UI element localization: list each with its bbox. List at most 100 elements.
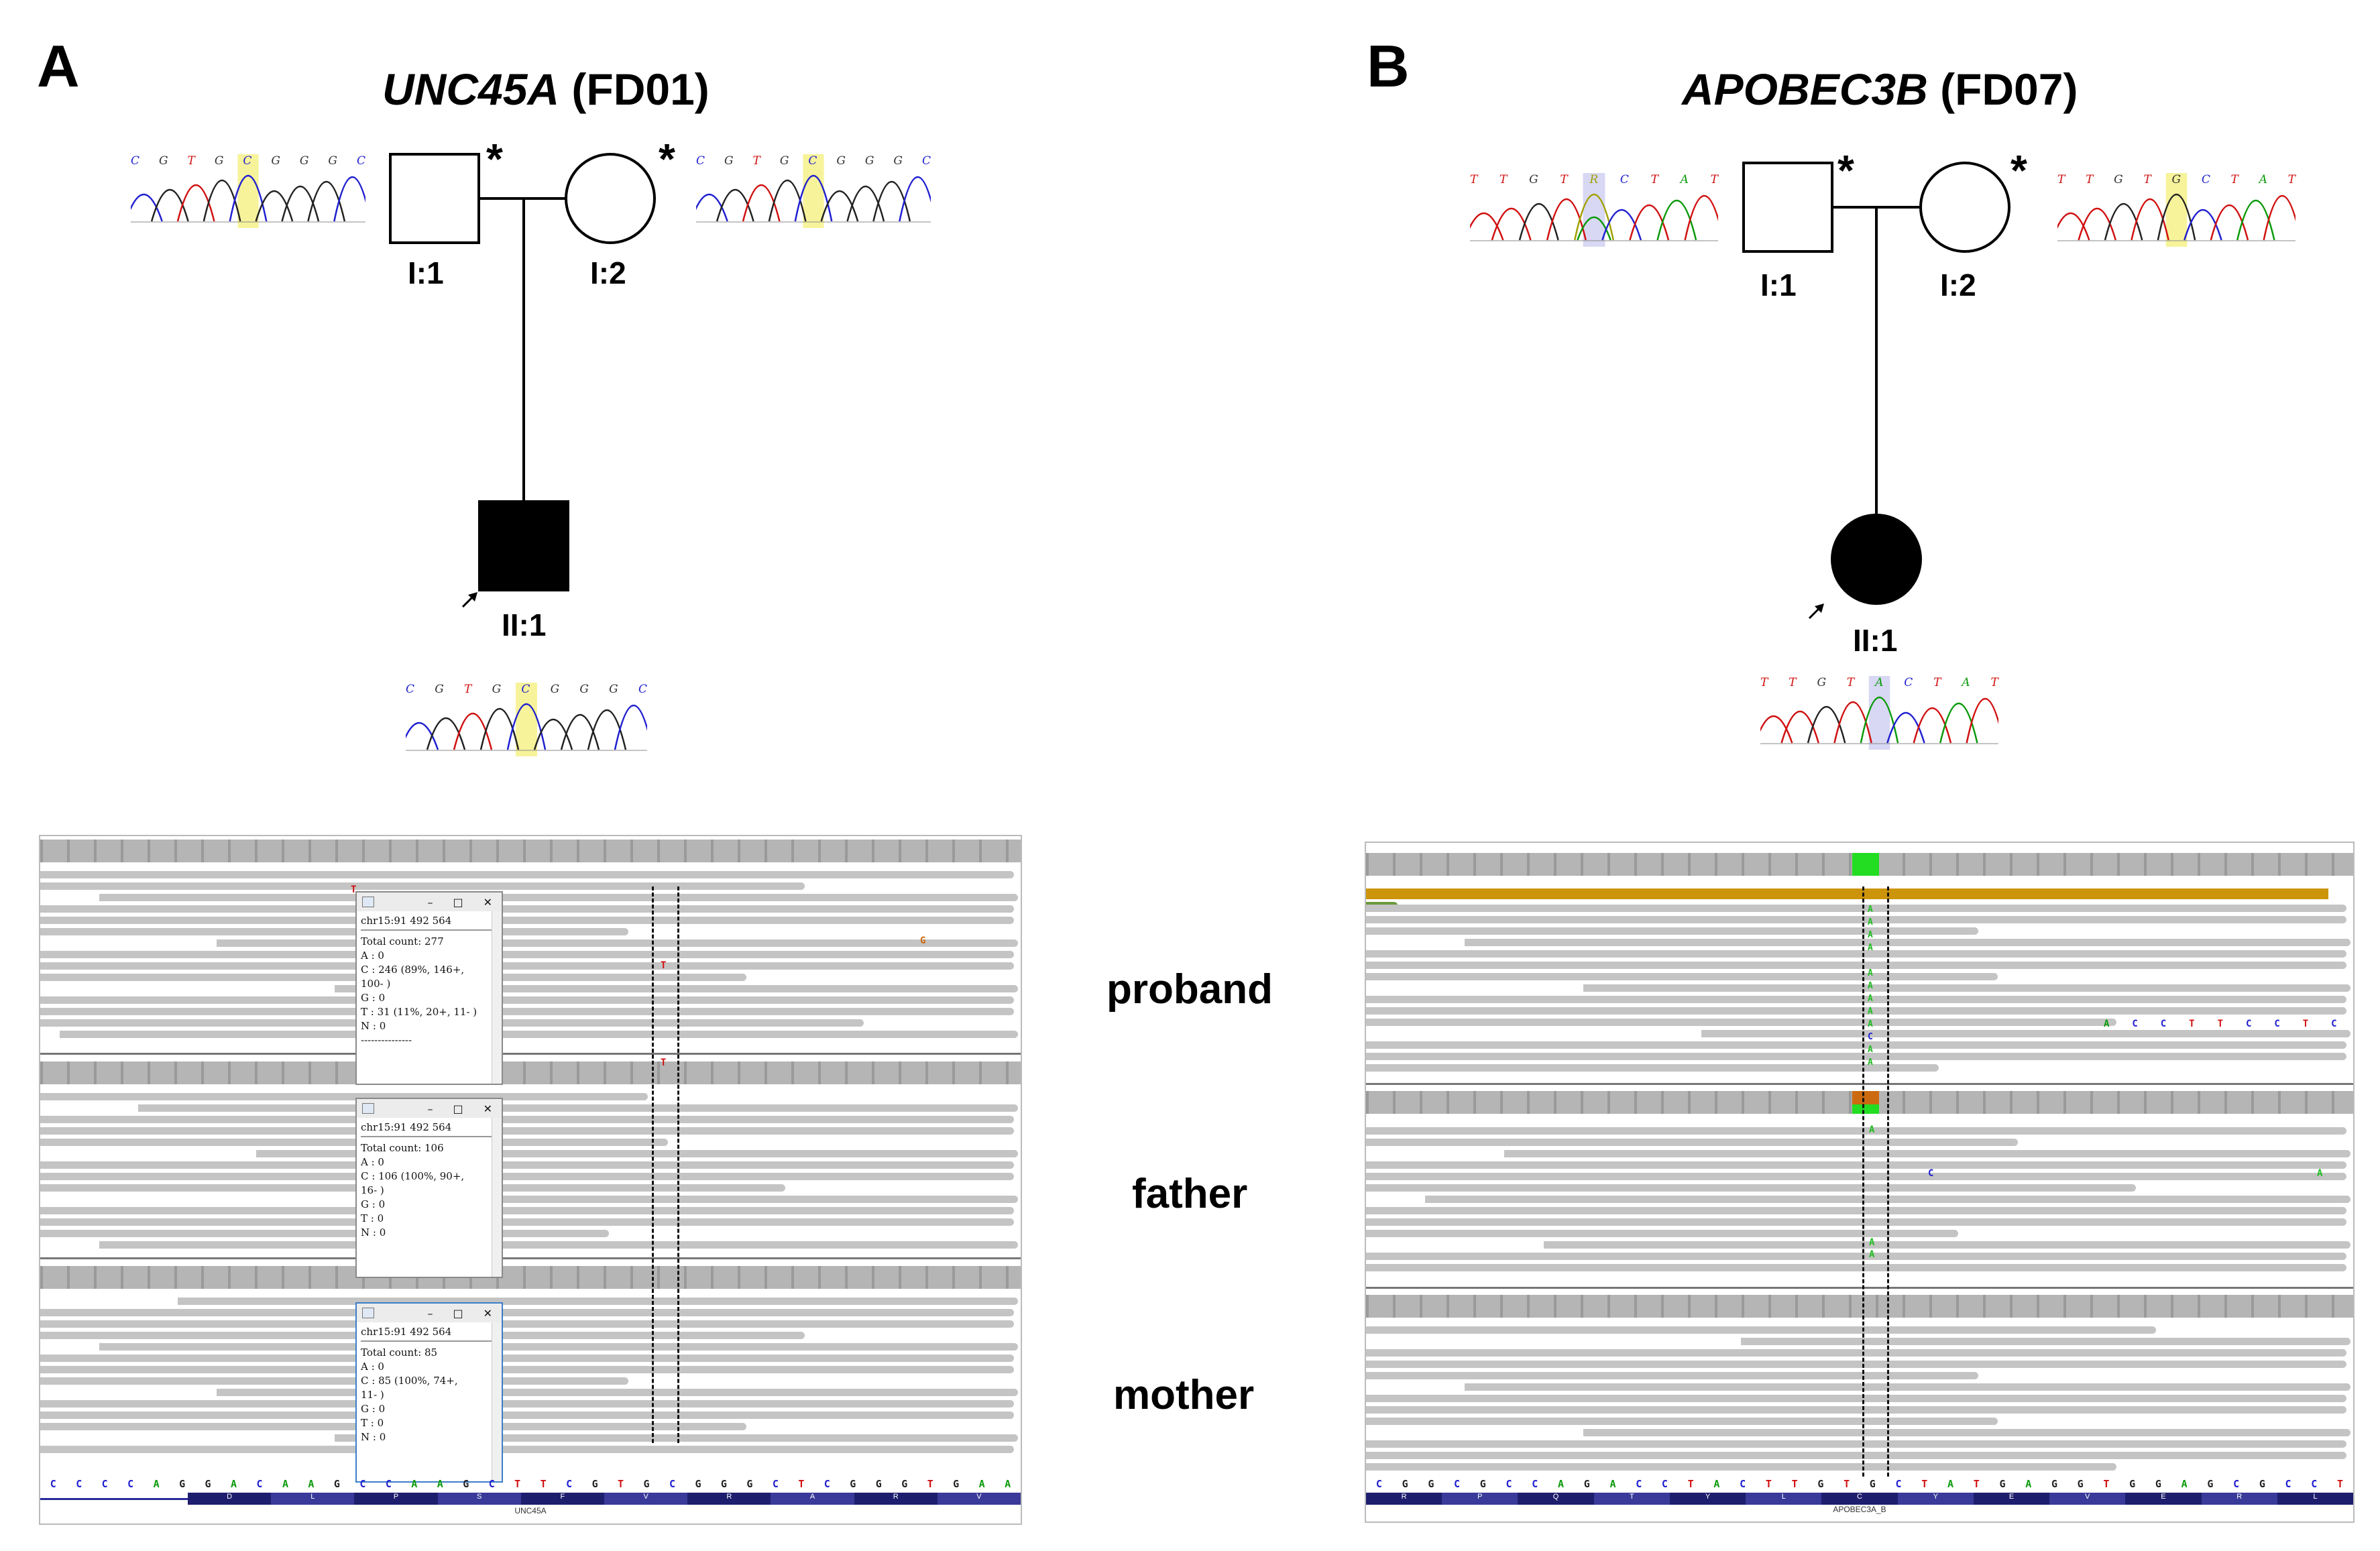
close-icon[interactable]: ✕ [483, 1102, 492, 1115]
reference-base: C [824, 1478, 830, 1490]
aligned-read [1366, 1207, 2346, 1214]
popup-line: T : 0 [361, 1417, 384, 1429]
aligned-read [1366, 1064, 1939, 1072]
pedigree-b-mother-circle [1919, 162, 2010, 253]
aligned-read [1465, 1383, 2350, 1391]
minimize-icon[interactable]: – [427, 895, 433, 909]
scrollbar[interactable] [492, 1118, 502, 1277]
trace-peak [696, 193, 728, 222]
aligned-read [40, 1173, 1014, 1180]
reference-base: G [1479, 1478, 1486, 1490]
reference-base: G [1428, 1478, 1434, 1490]
amino-acid: F [520, 1493, 605, 1505]
close-icon[interactable]: ✕ [483, 1306, 492, 1320]
pedigree-b-mother-star: * [2010, 146, 2027, 194]
reference-base: C [256, 1478, 263, 1490]
aligned-read [40, 1377, 629, 1385]
reference-base: G [746, 1478, 753, 1490]
base-call: T [2230, 173, 2239, 186]
base-call: C [406, 683, 415, 696]
amino-acid: P [1477, 1493, 1483, 1501]
reads-b-father [1366, 1127, 2353, 1281]
popup-locus: chr15:91 492 564 [361, 1326, 452, 1338]
pedigree-b [1742, 162, 2010, 620]
base-call: T [2287, 173, 2296, 186]
trace-peak [742, 184, 781, 222]
reference-base: T [1765, 1478, 1772, 1490]
reference-base: T [798, 1478, 805, 1490]
coverage-track [1366, 1295, 2353, 1318]
close-icon[interactable]: ✕ [483, 895, 492, 909]
aligned-read [40, 882, 805, 890]
trace-peak [1546, 198, 1587, 241]
reference-base: C [488, 1478, 495, 1490]
minimize-icon[interactable]: – [427, 1306, 433, 1320]
base-call: T [1650, 173, 1658, 186]
reference-base: A [1005, 1478, 1011, 1490]
mismatch-base: T [2189, 1019, 2195, 1029]
base-call: G [779, 154, 789, 168]
amino-acid: V [2085, 1493, 2090, 1501]
igv-view-a[interactable]: T T T G – □ ✕ chr15:91 492 564 Total count:… [39, 835, 1022, 1525]
reference-base: C [2233, 1478, 2240, 1490]
reference-base: G [333, 1478, 340, 1490]
minimize-icon[interactable]: – [427, 1102, 433, 1115]
reference-base: A [1947, 1478, 1954, 1490]
reference-base: C [1454, 1478, 1461, 1490]
reference-base: A [1713, 1478, 1720, 1490]
amino-acid: L [310, 1493, 315, 1501]
mismatch-base: C [2160, 1019, 2167, 1029]
scrollbar[interactable] [492, 1322, 502, 1481]
reference-base: C [76, 1478, 82, 1490]
maximize-icon[interactable]: □ [453, 1306, 463, 1320]
amino-acid: R [854, 1493, 938, 1505]
aligned-read [1366, 1264, 2346, 1271]
base-call: T [1933, 676, 1941, 689]
pedigree-a-father-square [389, 153, 480, 244]
popup-line: C : 85 (100%, 74+, [361, 1375, 458, 1387]
popup-line: Total count: 106 [361, 1142, 444, 1154]
base-call: G [214, 154, 224, 168]
reference-base: G [953, 1478, 960, 1490]
aligned-read [1366, 996, 2346, 1003]
aligned-read [1366, 1463, 2116, 1471]
scrollbar[interactable] [492, 911, 502, 1084]
reference-base: G [2077, 1478, 2084, 1490]
aligned-read [1366, 1406, 2346, 1414]
aligned-read [1465, 939, 2350, 946]
maximize-icon[interactable]: □ [453, 895, 463, 909]
base-call: T [464, 683, 472, 696]
maximize-icon[interactable]: □ [453, 1102, 463, 1115]
reference-base: A [1609, 1478, 1616, 1490]
aligned-read [1366, 1230, 1959, 1237]
reference-base: G [463, 1478, 469, 1490]
igv-b-track-father [1366, 1086, 2353, 1287]
aligned-read [40, 1139, 668, 1146]
base-call: G [609, 683, 618, 696]
reference-base: T [514, 1478, 521, 1490]
trace-peak [872, 180, 911, 222]
pedigree-b-father-square [1742, 162, 1833, 253]
base-call: T [187, 154, 195, 168]
base-call: R [1589, 173, 1599, 186]
reference-base: G [850, 1478, 856, 1490]
amino-acid: V [976, 1493, 982, 1501]
igv-b-track-mother [1366, 1289, 2353, 1484]
base-call: C [1620, 173, 1629, 186]
trace-peak [768, 179, 807, 222]
mismatch-T: T [661, 1057, 667, 1068]
amino-acid: V [643, 1493, 648, 1501]
amino-acid: C [1821, 1493, 1898, 1505]
amino-acid: R [2236, 1493, 2243, 1501]
aligned-read [40, 1218, 1014, 1226]
aligned-read [1366, 916, 2346, 923]
amino-acid: R [1366, 1493, 1442, 1505]
aligned-read [40, 1355, 1014, 1362]
trace-peak [820, 190, 859, 222]
base-call: T [1499, 173, 1508, 186]
